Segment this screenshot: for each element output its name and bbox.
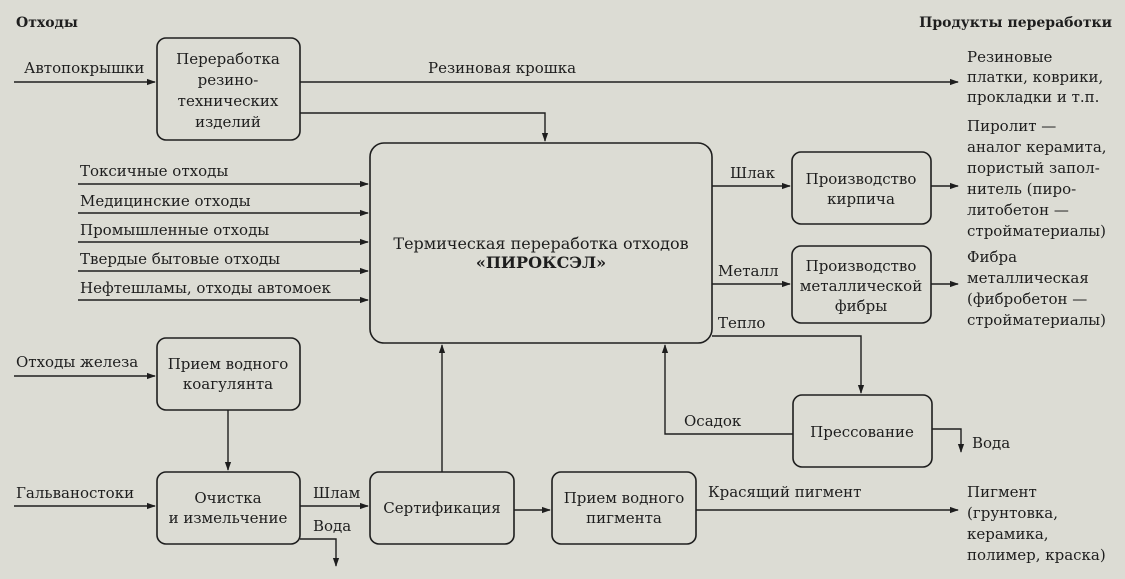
pyrolite-line-1: Пиролит —: [967, 117, 1056, 135]
brick-production-line-2: кирпича: [827, 190, 895, 208]
pyrolite-line-4: нитель (пиро-: [967, 180, 1076, 198]
pigment-line-4: полимер, краска): [967, 546, 1106, 564]
pyrolite-line-2: аналог керамита,: [967, 138, 1107, 156]
products-header: Продукты переработки: [919, 15, 1112, 31]
fiber-product-line-3: (фибробетон —: [967, 290, 1087, 308]
metal-label: Металл: [718, 262, 779, 280]
pyroksel-name: «ПИРОКСЭЛ»: [476, 253, 606, 272]
water-pigment-box: [551, 471, 697, 545]
water-pigment-line-1: Прием водного: [564, 489, 685, 507]
sludge-label: Шлам: [313, 484, 361, 502]
rubber-processing-box: [156, 37, 301, 141]
sediment-arrow: [661, 344, 793, 435]
rubber-products-line-1: Резиновые: [967, 48, 1053, 66]
water-coagulant-box: [156, 337, 301, 411]
cleaning-box: [156, 471, 301, 545]
tires-label: Автопокрышки: [24, 59, 144, 77]
toxic-waste-label: Токсичные отходы: [80, 162, 228, 180]
cleaning-line-2: и измельчение: [169, 509, 288, 527]
fiber-product-line-1: Фибра: [967, 248, 1017, 266]
pressing-water-arrow: [932, 428, 965, 453]
dye-pigment-label: Красящий пигмент: [708, 483, 861, 501]
cleaning-water-label: Вода: [313, 517, 351, 535]
fiber-production-line-1: Производство: [806, 257, 917, 275]
water-pigment-line-2: пигмента: [586, 509, 662, 527]
brick-production-box: [791, 151, 932, 225]
industrial-waste-label: Промышленные отходы: [80, 221, 269, 239]
slag-label: Шлак: [730, 164, 776, 182]
fiber-product-line-2: металлическая: [967, 269, 1089, 287]
fiber-production-line-2: металлической: [800, 277, 922, 295]
rubber-products-line-2: платки, коврики,: [967, 68, 1103, 86]
brick-production-line-1: Производство: [806, 170, 917, 188]
rubber-processing-line-2: резино-: [198, 71, 259, 89]
medical-waste-label: Медицинские отходы: [80, 192, 251, 210]
waste-header: Отходы: [16, 15, 78, 31]
pressing-label: Прессование: [810, 423, 914, 441]
fiber-product-line-4: стройматериалы): [967, 311, 1106, 329]
household-waste-label: Твердые бытовые отходы: [80, 250, 280, 268]
pyrolite-line-6: стройматериалы): [967, 222, 1106, 240]
rubber-processing-line-3: технических: [178, 92, 279, 110]
heat-label: Тепло: [718, 314, 765, 332]
pyrolite-line-5: литобетон —: [967, 201, 1069, 219]
pigment-line-1: Пигмент: [967, 483, 1037, 501]
rubber-processing-line-1: Переработка: [176, 50, 280, 68]
certification-label: Сертификация: [383, 499, 500, 517]
pyroksel-main-box: [369, 142, 713, 344]
fiber-production-line-3: фибры: [835, 297, 887, 315]
water-coagulant-line-2: коагулянта: [183, 375, 273, 393]
rubber-crumb-label: Резиновая крошка: [428, 59, 576, 77]
pressing-box: [792, 394, 933, 468]
pyrolite-line-3: пористый запол-: [967, 159, 1100, 177]
pigment-line-2: (грунтовка,: [967, 504, 1058, 522]
heat-arrow: [712, 335, 865, 394]
pigment-line-3: керамика,: [967, 525, 1049, 543]
rubber-processing-line-4: изделий: [195, 113, 261, 131]
water-coagulant-line-1: Прием водного: [168, 355, 289, 373]
pressing-water-label: Вода: [972, 434, 1010, 452]
rubber-products-line-3: прокладки и т.п.: [967, 88, 1099, 106]
iron-waste-label: Отходы железа: [16, 353, 138, 371]
cleaning-line-1: Очистка: [194, 489, 261, 507]
sediment-label: Осадок: [684, 412, 742, 430]
oil-sludge-label: Нефтешламы, отходы автомоек: [80, 279, 331, 297]
cleaning-water-arrow: [300, 538, 340, 567]
pyroksel-title: Термическая переработка отходов: [393, 234, 688, 253]
galvanic-label: Гальваностоки: [16, 484, 134, 502]
rubber-to-main-arrow: [300, 112, 549, 142]
